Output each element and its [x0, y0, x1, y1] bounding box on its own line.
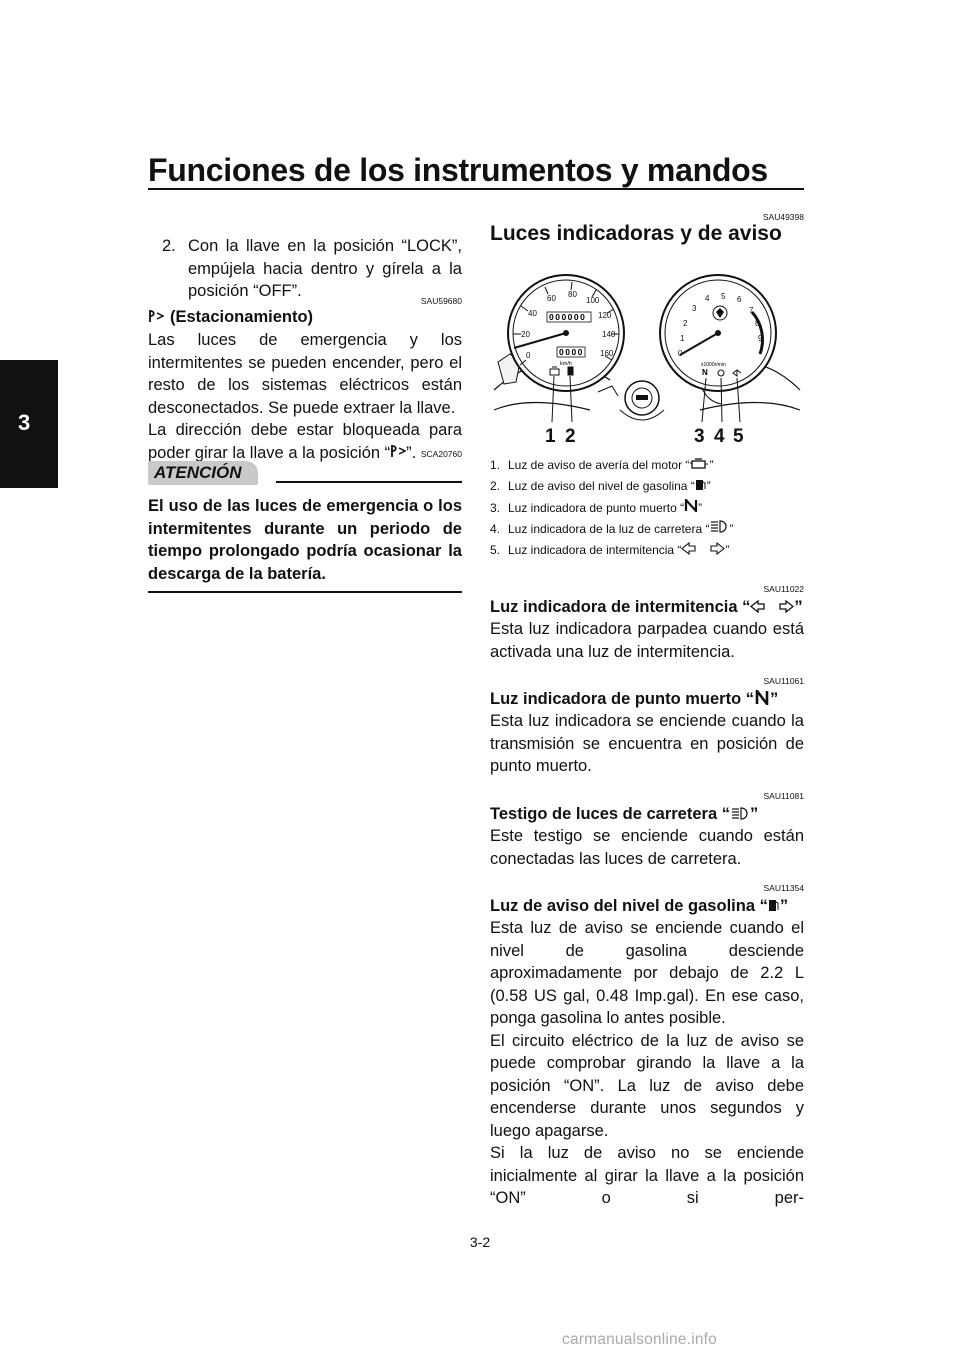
code-sau49398: SAU49398	[762, 212, 804, 222]
title-rule	[148, 188, 804, 190]
section-fuel-body: Esta luz de aviso se enciende cuando el …	[490, 917, 804, 1210]
section-high-beam-heading: Testigo de luces de carretera “”	[490, 803, 804, 826]
svg-text:80: 80	[568, 290, 577, 299]
chapter-tab-number: 3	[18, 410, 31, 435]
svg-text:40: 40	[528, 309, 537, 318]
step-text: Con la llave en la posición “LOCK”, empú…	[188, 237, 462, 300]
fuel-paragraph-1: Esta luz de aviso se enciende cuando el …	[490, 919, 804, 1027]
page-title: Funciones de los instrumentos y mandos	[148, 152, 768, 188]
svg-text:0: 0	[526, 351, 531, 360]
svg-text:120: 120	[598, 311, 612, 320]
chapter-tab	[0, 360, 58, 488]
redline	[750, 311, 764, 355]
notice-rule-bottom	[148, 591, 462, 593]
callout-4: 4	[714, 426, 725, 447]
svg-text:100: 100	[586, 296, 600, 305]
notice-rule-top	[275, 481, 462, 483]
svg-text:4: 4	[705, 294, 710, 303]
section-neutral-body: Esta luz indicadora se enciende cuando l…	[490, 712, 804, 775]
callout-3: 3	[694, 426, 705, 447]
svg-text:5: 5	[721, 292, 726, 301]
parking-p2-start: La dirección debe estar bloqueada para p…	[148, 421, 462, 462]
svg-text:8: 8	[755, 319, 760, 328]
parking-icon	[390, 442, 407, 465]
svg-text:140: 140	[602, 330, 616, 339]
caption-item: 4.Luz indicadora de la luz de carretera …	[490, 519, 804, 540]
parking-paragraph-1: Las luces de emergencia y los intermiten…	[148, 331, 462, 417]
svg-text:9: 9	[758, 334, 763, 343]
neutral-icon	[754, 686, 770, 711]
neutral-lamp: N	[702, 368, 708, 377]
notice-text: El uso de las luces de emergencia o los …	[148, 497, 462, 583]
code-sau59680: SAU59680	[420, 296, 462, 306]
parking-icon	[148, 307, 165, 329]
engine-icon	[689, 455, 709, 476]
code-sau11022: SAU11022	[763, 584, 804, 594]
speedometer-ticks	[513, 281, 619, 366]
code-sca20760: SCA20760	[420, 449, 462, 459]
svg-text:3: 3	[692, 304, 697, 313]
parking-p2-end: ”.	[406, 443, 417, 462]
svg-text:1: 1	[680, 334, 685, 343]
caption-item: 1.Luz de aviso de avería del motor “”	[490, 455, 804, 476]
code-sau11061: SAU11061	[763, 676, 804, 686]
engine-lamp	[549, 366, 560, 376]
callout-2: 2	[565, 426, 576, 447]
step-number: 2.	[162, 237, 176, 255]
neutral-icon	[684, 497, 698, 519]
svg-text:7: 7	[749, 306, 754, 315]
parking-heading-label: (Estacionamiento)	[170, 308, 314, 326]
high-beam-icon	[730, 804, 750, 826]
caption-item: 2.Luz de aviso del nivel de gasolina “”	[490, 476, 804, 497]
svg-text:20: 20	[521, 330, 530, 339]
indicator-lamps	[717, 369, 742, 377]
instrument-figure: 0 20 40 60 80 100 120 140 160 000000 000…	[490, 270, 804, 450]
fuel-paragraph-3: Si la luz de aviso no se enciende inicia…	[490, 1144, 804, 1207]
watermark[interactable]: carmanualsonline.info	[562, 1331, 717, 1348]
turn-signal-icon	[681, 541, 726, 562]
callout-lines	[551, 375, 741, 423]
speed-unit: km/h	[560, 361, 572, 367]
code-sau11081: SAU11081	[763, 791, 804, 801]
figure-callouts: 1 2 3 4 5	[545, 426, 744, 447]
section-turn-signal-heading: Luz indicadora de intermitencia “”	[490, 596, 804, 619]
fuel-icon	[768, 896, 780, 918]
figure-captions: 1.Luz de aviso de avería del motor “” 2.…	[490, 455, 804, 562]
svg-text:160: 160	[600, 349, 614, 358]
svg-text:6: 6	[737, 295, 742, 304]
section-title: Luces indicadoras y de aviso	[490, 222, 782, 245]
code-sau11354: SAU11354	[763, 883, 804, 893]
section-fuel-heading: Luz de aviso del nivel de gasolina “”	[490, 895, 804, 918]
parking-body: Las luces de emergencia y los intermiten…	[148, 329, 462, 464]
callout-1: 1	[545, 426, 556, 447]
section-neutral-heading: Luz indicadora de punto muerto “”	[490, 686, 804, 711]
tacho-unit: x1000r/min	[701, 362, 726, 368]
notice-label: ATENCIÓN	[148, 461, 258, 485]
odometer: 000000	[549, 312, 586, 322]
fuel-icon	[695, 477, 707, 498]
svg-text:0: 0	[678, 349, 683, 358]
left-column: 2. Con la llave en la posición “LOCK”, e…	[148, 235, 462, 303]
tripmeter: 0000	[559, 347, 584, 357]
speedometer-labels: 0 20 40 60 80 100 120 140 160	[521, 290, 616, 360]
section-high-beam-body: Este testigo se enciende cuando están co…	[490, 827, 804, 868]
parking-paragraph-2: La dirección debe estar bloqueada para p…	[148, 419, 462, 464]
section-turn-signal-body: Esta luz indicadora parpadea cuando está…	[490, 620, 804, 661]
parking-heading: (Estacionamiento)	[148, 306, 462, 329]
page-number: 3-2	[469, 1234, 491, 1250]
caption-item: 3.Luz indicadora de punto muerto “”	[490, 497, 804, 519]
tachometer-labels: 0 1 2 3 4 5 6 7 8 9	[678, 292, 763, 358]
caption-item: 5.Luz indicadora de intermitencia “”	[490, 540, 804, 561]
notice-box: ATENCIÓN El uso de las luces de emergenc…	[148, 461, 462, 593]
high-beam-icon	[709, 519, 729, 540]
step-2: 2. Con la llave en la posición “LOCK”, e…	[148, 235, 462, 303]
callout-5: 5	[733, 426, 744, 447]
fuel-paragraph-2: El circuito eléctrico de la luz de aviso…	[490, 1031, 804, 1140]
svg-text:2: 2	[683, 319, 688, 328]
svg-text:60: 60	[547, 294, 556, 303]
fuel-lamp	[567, 366, 574, 376]
turn-signal-icon	[750, 597, 795, 619]
